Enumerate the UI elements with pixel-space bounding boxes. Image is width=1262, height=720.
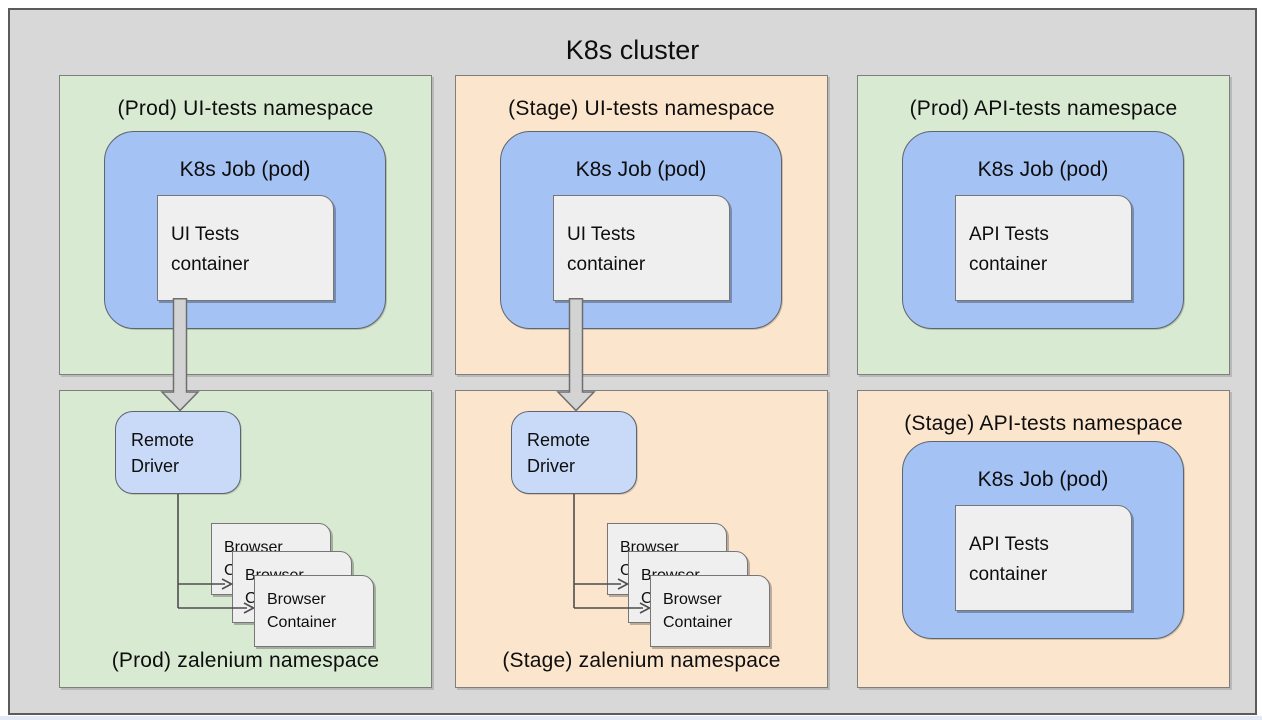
api-tests-container-box: API Tests container [955, 505, 1132, 611]
k8s-job-pod-box: K8s Job (pod) API Tests container [902, 131, 1184, 329]
k8s-job-pod-box: K8s Job (pod) API Tests container [902, 441, 1184, 639]
k8s-job-title: K8s Job (pod) [575, 158, 707, 181]
browser-container-box-front: Browser Container [254, 575, 374, 647]
namespace-title: (Prod) zalenium namespace [111, 649, 380, 672]
namespace-title: (Stage) UI-tests namespace [508, 97, 775, 120]
k8s-job-title: K8s Job (pod) [977, 468, 1109, 491]
remote-driver-label: Remote Driver [527, 429, 591, 476]
ui-tests-container-box: UI Tests container [157, 195, 334, 301]
panel-stage-ui-tests-namespace: (Stage) UI-tests namespace K8s Job (pod)… [455, 75, 828, 375]
browser-container-box-front: Browser Container [650, 575, 770, 647]
namespace-title: (Stage) API-tests namespace [904, 412, 1183, 435]
panel-prod-api-tests-namespace: (Prod) API-tests namespace K8s Job (pod)… [857, 75, 1230, 375]
ui-tests-container-box: UI Tests container [553, 195, 730, 301]
panel-stage-api-tests-namespace: (Stage) API-tests namespace K8s Job (pod… [857, 390, 1230, 688]
k8s-job-title: K8s Job (pod) [977, 158, 1109, 181]
stage-ui-to-remote-driver-arrow-icon [556, 298, 596, 412]
namespace-title: (Prod) UI-tests namespace [117, 97, 374, 120]
browser-container-label: Browser Container [663, 591, 733, 631]
namespace-title: (Stage) zalenium namespace [502, 649, 781, 672]
k8s-cluster-box: K8s cluster (Prod) UI-tests namespace K8… [8, 8, 1257, 715]
panel-prod-ui-tests-namespace: (Prod) UI-tests namespace K8s Job (pod) … [59, 75, 432, 375]
k8s-job-pod-box: K8s Job (pod) UI Tests container [104, 131, 386, 329]
panel-prod-zalenium-namespace: Remote Driver Browser Container Browser … [59, 390, 432, 688]
remote-driver-box: Remote Driver [511, 411, 637, 494]
namespace-title: (Prod) API-tests namespace [909, 97, 1178, 120]
browser-container-label: Browser Container [267, 591, 337, 631]
remote-driver-box: Remote Driver [115, 411, 241, 494]
container-label: API Tests container [969, 534, 1049, 585]
prod-ui-to-remote-driver-arrow-icon [160, 298, 200, 412]
panel-stage-zalenium-namespace: Remote Driver Browser Container Browser … [455, 390, 828, 688]
cluster-title: K8s cluster [565, 35, 700, 65]
container-label: UI Tests container [567, 224, 646, 275]
page-bottom-edge [0, 716, 1262, 720]
k8s-job-title: K8s Job (pod) [179, 158, 311, 181]
container-label: API Tests container [969, 224, 1049, 275]
container-label: UI Tests container [171, 224, 250, 275]
api-tests-container-box: API Tests container [955, 195, 1132, 301]
remote-driver-label: Remote Driver [131, 429, 195, 476]
k8s-job-pod-box: K8s Job (pod) UI Tests container [500, 131, 782, 329]
